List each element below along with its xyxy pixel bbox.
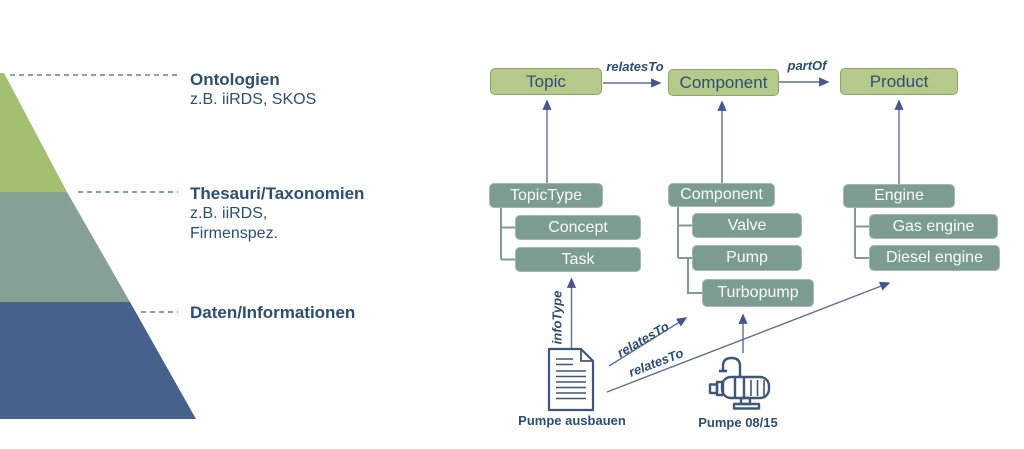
label-ontologies: Ontologien z.B. iiRDS, SKOS [190,70,316,110]
label-ontologies-sub: z.B. iiRDS, SKOS [190,91,317,108]
label-thesauri: Thesauri/Taxonomien z.B. iiRDS, Firmensp… [190,184,364,244]
node-topictype: TopicType [489,183,603,208]
relation-label-relatesto-1: relatesTo [606,59,664,74]
node-topic: Topic [490,68,602,95]
label-thesauri-title: Thesauri/Taxonomien [190,184,365,203]
node-valve: Valve [692,213,802,238]
pyramid [0,73,196,419]
node-product: Product [840,68,958,95]
relation-label-partof: partOf [787,58,827,73]
arrow-doc-turbopump [608,317,688,367]
node-task: Task [515,247,641,272]
pyramid-level-data [0,302,196,419]
node-diesel-engine: Diesel engine [869,245,1000,271]
node-gas-engine: Gas engine [869,214,998,239]
pump-icon [708,356,771,410]
caption-pumpe-0815: Pumpe 08/15 [698,415,778,430]
document-icon [547,347,595,412]
node-engine: Engine [843,184,955,208]
label-ontologies-title: Ontologien [190,70,280,89]
pyramid-level-ontologies [0,73,67,192]
connector-topictype-children [500,208,515,261]
connector-component-children [677,207,702,294]
node-component: Component [668,69,779,96]
node-component-taxonomy: Component [668,183,775,207]
relation-arrows [542,77,904,393]
label-thesauri-sub1: z.B. iiRDS, [190,205,268,222]
relation-label-infotype: infoType [549,290,565,345]
label-data-title: Daten/Informationen [190,303,356,322]
node-concept: Concept [515,215,641,240]
caption-pumpe-ausbauen: Pumpe ausbauen [518,413,626,428]
arrow-doc-diesel [606,281,891,393]
label-thesauri-sub2: Firmenspez. [190,225,279,242]
pyramid-level-thesauri [0,192,130,302]
tree-connectors [500,207,869,294]
node-turbopump: Turbopump [702,279,814,307]
label-data: Daten/Informationen [190,303,355,323]
leader-lines [10,74,178,313]
connector-engine-children [854,208,869,259]
node-pump: Pump [692,245,802,271]
